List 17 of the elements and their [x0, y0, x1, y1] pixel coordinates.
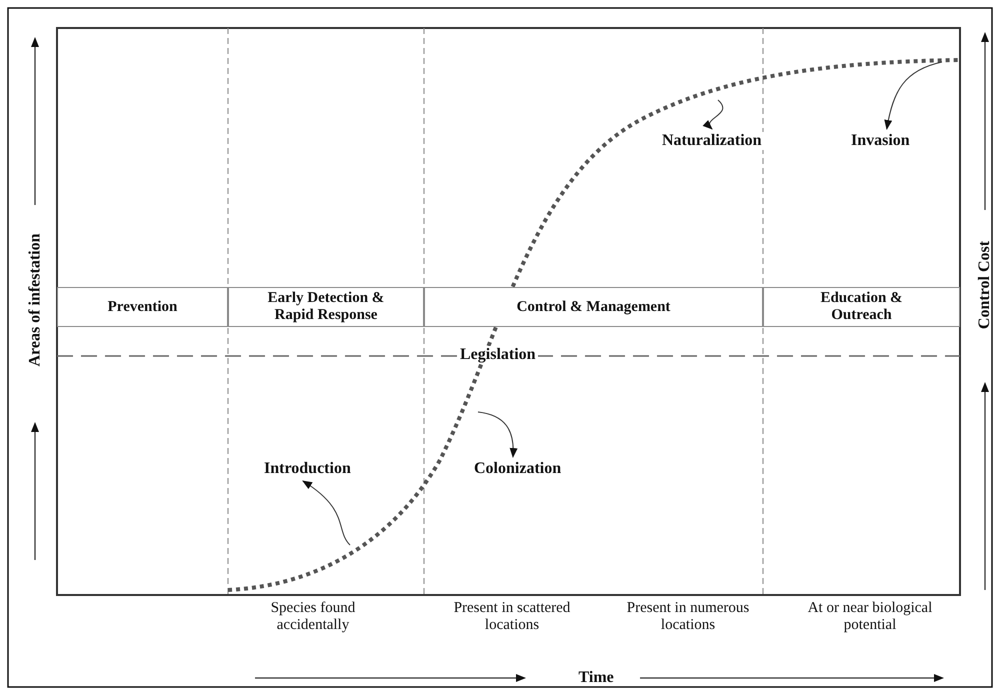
axis-title: Control Cost [976, 240, 994, 330]
leader-arrow [884, 62, 942, 130]
phase-label: Species found accidentally [270, 600, 356, 634]
phase-label: Present in numerous locations [626, 600, 750, 634]
axis-title: Areas of infestation [26, 233, 44, 367]
strategy-band: Education & Outreach [763, 287, 960, 327]
stage-label: Legislation [458, 346, 538, 364]
phase-label: Present in scattered locations [452, 600, 572, 634]
strategy-band: Early Detection & Rapid Response [228, 287, 424, 327]
leader-arrow [302, 480, 350, 546]
strategy-band: Control & Management [424, 287, 763, 327]
leader-arrow [478, 412, 518, 458]
leader-arrow [703, 100, 724, 130]
strategy-band: Prevention [57, 287, 228, 327]
phase-label: At or near biological potential [806, 600, 934, 634]
axis-title: Time [578, 669, 614, 687]
stage-label: Naturalization [660, 132, 764, 150]
